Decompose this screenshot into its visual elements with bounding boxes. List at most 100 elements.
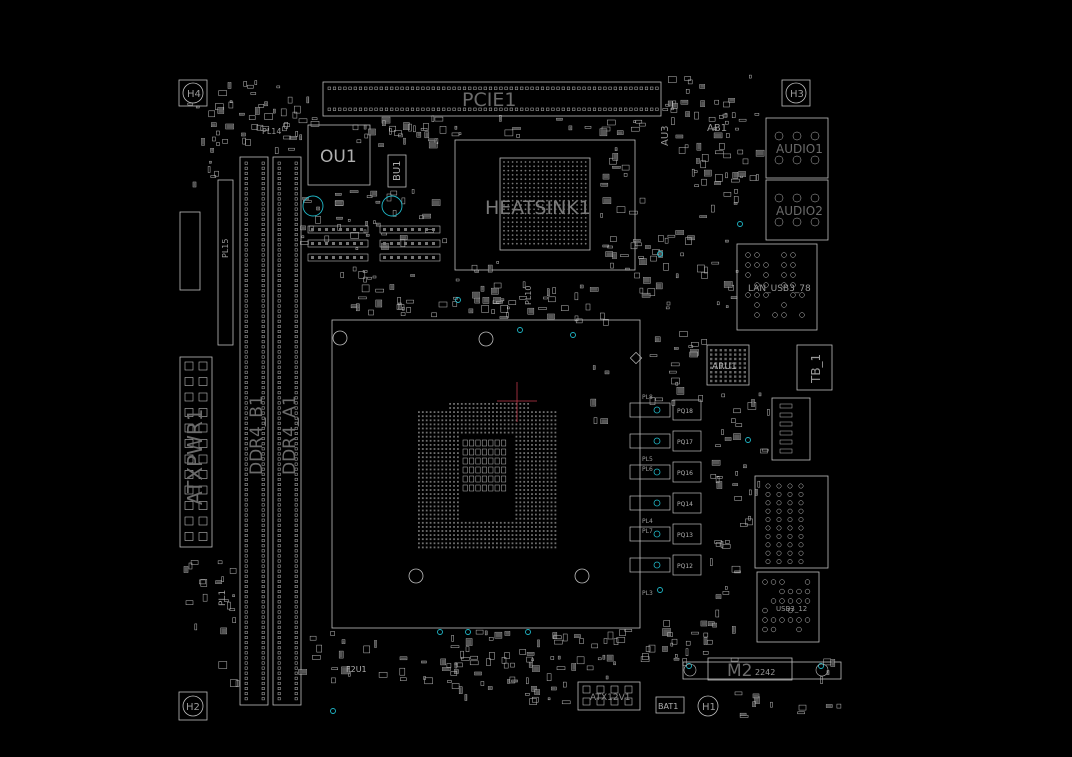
smd-pad [240, 113, 244, 115]
smd-pad [572, 664, 576, 670]
lga-pad [433, 517, 436, 520]
dimm-pin [294, 452, 298, 456]
lga-pad [488, 542, 490, 545]
bat-outline[interactable] [655, 696, 685, 714]
smd-part [288, 147, 295, 151]
atxpwr-outline[interactable] [179, 356, 213, 548]
smd-pad [603, 655, 605, 659]
smd-pad [465, 695, 467, 700]
smd-part [597, 657, 602, 661]
bga-ball [571, 217, 574, 219]
dimm-pin [261, 258, 265, 262]
lga-pad [441, 439, 444, 442]
atx12v-outline[interactable] [577, 681, 641, 711]
smd-part [363, 276, 367, 283]
h4-box [178, 79, 208, 107]
smd-part [382, 120, 386, 126]
heatsink-outline[interactable] [454, 139, 636, 271]
audio1-outline[interactable] [765, 117, 829, 179]
lga-pad [499, 419, 502, 422]
lga-pad [546, 546, 549, 549]
dimm-pin [261, 192, 265, 196]
dimm-pin [244, 554, 248, 558]
bga-ball [528, 182, 531, 185]
dimm-pin [261, 299, 265, 303]
bga-ball [511, 195, 514, 198]
lga-pad [535, 497, 537, 500]
tb1-outline[interactable] [796, 344, 833, 391]
cpu-socket-outline[interactable] [331, 319, 641, 629]
resistor-array [379, 253, 441, 262]
dimm-pin [294, 503, 298, 507]
left-header-2[interactable] [217, 179, 234, 346]
smd-part [667, 632, 673, 637]
bga-ball [528, 161, 531, 163]
bga-ball [516, 204, 518, 206]
lga-pad [542, 472, 545, 475]
lga-pad [507, 530, 510, 532]
lga-pad [457, 464, 459, 467]
h3-hole[interactable] [785, 82, 807, 104]
bga-ball [576, 174, 578, 176]
smd-part [770, 701, 773, 708]
dimm-pin [277, 319, 281, 323]
resistor-pad [353, 228, 356, 231]
aru1-chip[interactable] [706, 344, 750, 386]
dimm-pin [261, 605, 265, 609]
hdmi-pin [779, 430, 793, 436]
usb-pin [804, 579, 811, 585]
bga-ball [571, 204, 574, 206]
lga-pad [527, 489, 529, 491]
h1-hole[interactable] [697, 695, 719, 717]
left-header[interactable] [179, 211, 201, 291]
smd-part [731, 565, 741, 573]
smd-part [519, 649, 526, 655]
dimm-pin [294, 182, 298, 186]
bga-ball [524, 191, 527, 194]
lga-pad [433, 534, 436, 536]
lga-pad [437, 460, 440, 463]
resistor-pad [353, 256, 356, 259]
dimm-b1-outline[interactable] [239, 156, 269, 706]
pcie-pin [374, 107, 378, 111]
smd-pad [505, 632, 510, 635]
dimm-a1-outline[interactable] [272, 156, 302, 706]
m2-outline[interactable] [682, 661, 842, 680]
lga-pad [523, 460, 526, 463]
smd-pad [603, 198, 611, 204]
pch-chip[interactable] [499, 157, 591, 251]
smd-part [728, 98, 735, 103]
smd-part [602, 173, 610, 180]
usb12-outline[interactable] [756, 571, 820, 643]
h2-hole[interactable] [182, 695, 204, 717]
smd-pad [672, 400, 675, 405]
smd-part [264, 101, 268, 107]
lga-pad [515, 521, 518, 524]
smd-part [461, 657, 470, 661]
smd-part [248, 115, 256, 120]
lan-outline[interactable] [736, 243, 818, 331]
smd-part [527, 307, 535, 315]
dp-outline[interactable] [754, 475, 829, 569]
pcie-pin [644, 86, 649, 90]
audio2-outline[interactable] [765, 179, 829, 241]
dimm-pin [277, 299, 281, 303]
lga-pad [535, 472, 537, 475]
lga-pad [546, 452, 549, 454]
m2-inner [707, 657, 793, 681]
smd-part [239, 112, 245, 116]
ou1-outline[interactable] [307, 124, 371, 186]
smd-pad [429, 142, 437, 148]
bu1-outline[interactable] [387, 154, 407, 188]
hdmi-outline[interactable] [771, 397, 811, 461]
dimm-pin [261, 197, 265, 201]
bga-ball [524, 169, 527, 172]
lga-pad [499, 542, 502, 545]
lga-pad [453, 448, 455, 450]
lga-pad [464, 415, 467, 418]
socket-cap [475, 466, 481, 474]
smd-part [504, 652, 510, 659]
resistor-pad [311, 256, 314, 259]
pcie-slot-outline[interactable] [322, 81, 662, 117]
